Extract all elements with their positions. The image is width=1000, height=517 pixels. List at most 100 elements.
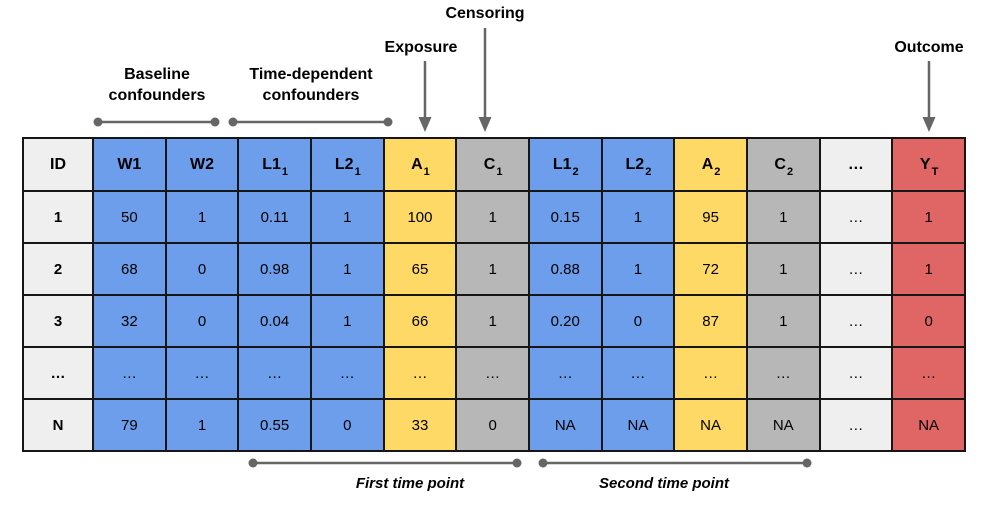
table-cell: 1 bbox=[891, 190, 966, 244]
header-label: L1 bbox=[262, 155, 281, 173]
header-subscript: T bbox=[931, 165, 939, 178]
table-cell: 1 bbox=[745, 294, 821, 348]
table-cell: 1 bbox=[22, 190, 94, 244]
header-label: L2 bbox=[334, 155, 354, 173]
exposure-arrow bbox=[418, 61, 432, 132]
table-cell: … bbox=[818, 398, 894, 452]
table-cell: 1 bbox=[455, 294, 530, 348]
header-subscript: 2 bbox=[572, 165, 579, 178]
table-cell: 1 bbox=[891, 242, 966, 296]
baseline-confounders-line2: confounders bbox=[108, 87, 206, 104]
baseline-confounders-label: Baseline confounders bbox=[109, 64, 206, 106]
table-cell: … bbox=[673, 346, 748, 400]
table-cell: 1 bbox=[309, 190, 385, 244]
header-label: W2 bbox=[189, 155, 214, 173]
table-cell: NA bbox=[527, 398, 603, 452]
table-cell: 1 bbox=[164, 398, 240, 452]
table-cell: … bbox=[309, 346, 385, 400]
table-cell: 0 bbox=[164, 294, 240, 348]
table-cell: … bbox=[818, 294, 894, 348]
header-label: C bbox=[483, 155, 496, 173]
time-dependent-confounders-line1: Time-dependent bbox=[249, 66, 373, 83]
table-cell: … bbox=[455, 346, 530, 400]
table-cell: NA bbox=[673, 398, 748, 452]
column-header-10: C2 bbox=[745, 137, 821, 192]
table-cell: … bbox=[818, 190, 894, 244]
column-header-3: L11 bbox=[237, 137, 312, 192]
header-subscript: 1 bbox=[354, 165, 361, 178]
table-cell: 0 bbox=[891, 294, 966, 348]
header-subscript: 2 bbox=[786, 165, 794, 178]
header-label: Y bbox=[919, 155, 931, 173]
table-cell: 1 bbox=[164, 190, 240, 244]
column-header-4: L21 bbox=[309, 137, 385, 192]
outcome-arrow bbox=[922, 61, 936, 132]
table-cell: 66 bbox=[382, 294, 458, 348]
table-cell: 0.20 bbox=[527, 294, 603, 348]
table-cell: N bbox=[22, 398, 94, 452]
first-time-point-bracket bbox=[248, 458, 522, 468]
table-cell: NA bbox=[745, 398, 821, 452]
column-header-12: YT bbox=[891, 137, 966, 192]
header-label: A bbox=[411, 155, 423, 173]
table-cell: … bbox=[92, 346, 167, 400]
header-label: … bbox=[847, 155, 864, 173]
table-cell: 1 bbox=[455, 190, 530, 244]
table-cell: … bbox=[237, 346, 312, 400]
table-cell: 50 bbox=[92, 190, 167, 244]
column-header-8: L22 bbox=[600, 137, 676, 192]
table-cell: 100 bbox=[382, 190, 458, 244]
time-dependent-bracket bbox=[228, 117, 393, 127]
column-header-2: W2 bbox=[164, 137, 240, 192]
exposure-label: Exposure bbox=[384, 39, 458, 56]
table-cell: 0.11 bbox=[237, 190, 312, 244]
header-label: W1 bbox=[117, 155, 142, 173]
table-cell: 79 bbox=[92, 398, 167, 452]
table-cell: 65 bbox=[382, 242, 458, 296]
column-header-0: ID bbox=[22, 137, 94, 192]
table-cell: 1 bbox=[745, 242, 821, 296]
table-cell: 1 bbox=[309, 294, 385, 348]
table-cell: … bbox=[818, 242, 894, 296]
table-cell: … bbox=[818, 346, 894, 400]
table-cell: 0.04 bbox=[237, 294, 312, 348]
table-cell: 0 bbox=[455, 398, 530, 452]
header-label: A bbox=[701, 155, 714, 173]
table-cell: 32 bbox=[92, 294, 167, 348]
time-dependent-confounders-label: Time-dependent confounders bbox=[249, 64, 372, 106]
header-label: C bbox=[774, 155, 786, 173]
table-cell: … bbox=[891, 346, 966, 400]
table-cell: 1 bbox=[455, 242, 530, 296]
table-cell: 0 bbox=[309, 398, 385, 452]
table-row-3: ………………………………… bbox=[22, 346, 966, 400]
table-cell: 3 bbox=[22, 294, 94, 348]
header-subscript: 2 bbox=[645, 165, 652, 178]
table-cell: 87 bbox=[673, 294, 748, 348]
table-cell: 1 bbox=[309, 242, 385, 296]
table-cell: 0 bbox=[600, 294, 676, 348]
table-cell: NA bbox=[600, 398, 676, 452]
table-cell: 0 bbox=[164, 242, 240, 296]
table-cell: 33 bbox=[382, 398, 458, 452]
header-subscript: 1 bbox=[496, 165, 503, 178]
table-cell: NA bbox=[891, 398, 966, 452]
table-cell: 95 bbox=[673, 190, 748, 244]
first-time-point-label: First time point bbox=[355, 475, 465, 492]
header-label: ID bbox=[50, 155, 66, 173]
header-subscript: 1 bbox=[281, 165, 289, 178]
table-cell: 0.15 bbox=[527, 190, 603, 244]
table-cell: … bbox=[22, 346, 94, 400]
table-cell: … bbox=[600, 346, 676, 400]
table-cell: 2 bbox=[22, 242, 94, 296]
header-label: L2 bbox=[625, 155, 645, 173]
column-header-6: C1 bbox=[455, 137, 530, 192]
table-cell: 0.88 bbox=[527, 242, 603, 296]
table-cell: 1 bbox=[600, 190, 676, 244]
column-header-7: L12 bbox=[527, 137, 603, 192]
